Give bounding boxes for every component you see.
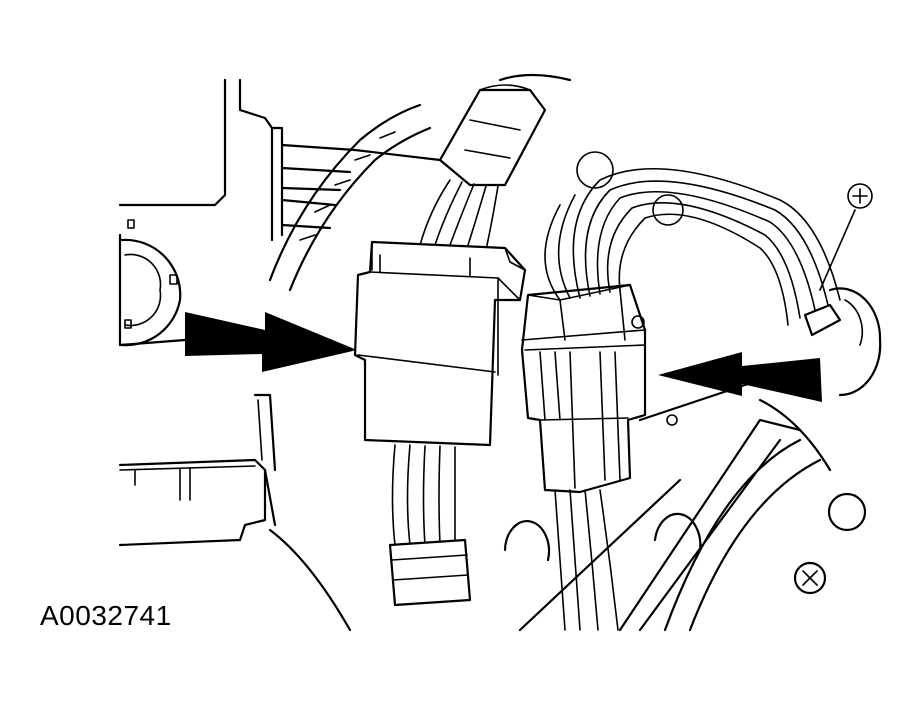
upper-left-harness [268,103,432,292]
connector-right [520,283,647,494]
upper-sleeve [438,73,572,187]
wires-upper-right [544,167,841,326]
left-body-panel [118,78,284,347]
wires-upper-left [419,179,499,251]
figure-id-label: A0032741 [40,600,172,631]
lower-harness [268,378,822,632]
arrow-left [185,312,357,372]
arrow-right [658,352,822,402]
right-mount [576,151,882,595]
lower-left-bracket [118,393,277,547]
connector-left [353,240,527,447]
top-crossbar [280,143,442,230]
